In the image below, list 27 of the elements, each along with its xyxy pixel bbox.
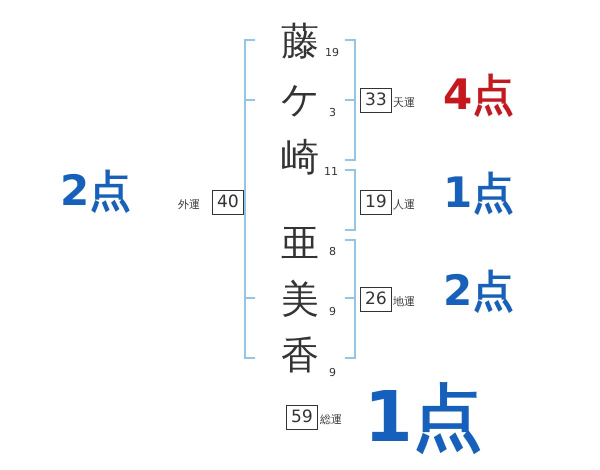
name-character: ケ	[281, 80, 320, 118]
stroke-total-box: 26	[360, 287, 392, 312]
name-character: 崎	[281, 138, 319, 176]
score-text: 2点	[443, 270, 514, 312]
name-character: 美	[281, 280, 319, 318]
name-character: 亜	[281, 224, 319, 262]
stroke-count: 19	[325, 47, 339, 58]
score-text: 1点	[364, 382, 483, 452]
score-text: 2点	[60, 170, 132, 212]
stroke-total-box: 33	[360, 88, 392, 113]
stroke-total-box: 59	[286, 405, 318, 430]
fortune-label: 地運	[393, 296, 415, 307]
stroke-count: 8	[329, 246, 336, 257]
fortune-label: 外運	[178, 199, 200, 210]
stroke-total-box: 19	[360, 190, 392, 215]
stroke-count: 3	[329, 107, 336, 118]
stroke-total-box: 40	[212, 190, 244, 215]
name-character: 香	[281, 336, 319, 374]
stroke-count: 9	[329, 367, 336, 378]
score-text: 1点	[443, 172, 514, 214]
fortune-label: 総運	[320, 414, 342, 425]
fortune-label: 天運	[393, 97, 415, 108]
name-character: 藤	[281, 22, 319, 60]
score-text: 4点	[443, 74, 514, 116]
fortune-label: 人運	[393, 199, 415, 210]
stroke-count: 11	[324, 166, 338, 177]
stroke-count: 9	[329, 306, 336, 317]
